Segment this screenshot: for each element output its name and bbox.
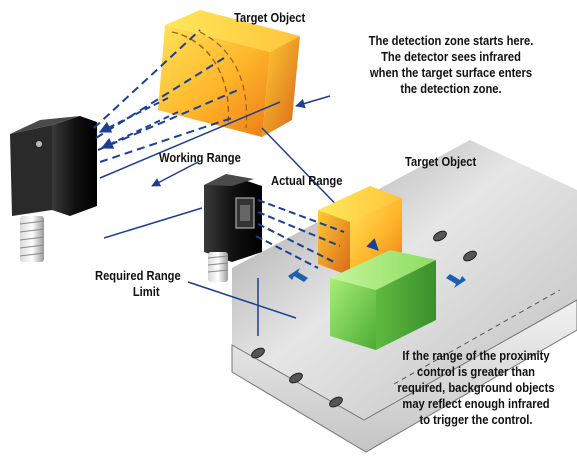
background-object-top xyxy=(330,250,436,290)
detection-note-line: the detection zone. xyxy=(400,81,502,96)
beam-line xyxy=(255,235,319,269)
upper-target-front xyxy=(158,25,270,137)
upper-target-object xyxy=(158,10,300,137)
beam-line xyxy=(257,199,345,233)
label-required-range-line1: Required Range xyxy=(95,268,181,283)
label-required-range-line2: Limit xyxy=(132,284,160,299)
large-sensor-face xyxy=(52,116,97,216)
belt-arrow-left xyxy=(288,268,308,282)
label-target-object-top: Target Object xyxy=(234,10,306,25)
beam-line xyxy=(257,211,341,247)
roller xyxy=(251,347,265,359)
roller xyxy=(463,250,477,262)
label-working-range: Working Range xyxy=(159,150,241,165)
beam-line xyxy=(257,223,335,263)
background-note-line: control is greater than xyxy=(416,364,536,379)
large-sensor-front xyxy=(10,125,52,216)
small-sensor xyxy=(204,174,262,282)
background-note-line: required, background objects xyxy=(397,380,555,395)
beam-line xyxy=(99,117,233,163)
belt-motion-arrows xyxy=(288,268,466,288)
background-note-line: to trigger the control. xyxy=(419,412,533,427)
background-object-front xyxy=(330,278,376,350)
required-range-line xyxy=(187,281,297,319)
detection-note-line: The detection zone starts here. xyxy=(368,33,534,48)
working-range-arrow xyxy=(151,161,199,187)
large-sensor-beams xyxy=(93,29,381,251)
detection-note-line: when the target surface enters xyxy=(369,65,533,80)
conveyor-rollers xyxy=(251,230,477,408)
detection-note: The detection zone starts here. The dete… xyxy=(361,33,542,97)
small-sensor-beams xyxy=(187,199,379,336)
detection-arrow xyxy=(295,95,331,109)
small-sensor-window-inner xyxy=(240,205,250,221)
large-sensor-top xyxy=(10,116,80,134)
beam-line-arrow xyxy=(98,97,169,133)
label-target-object-right: Target Object xyxy=(405,154,477,169)
small-sensor-thread xyxy=(208,252,228,282)
belt-arrow-right xyxy=(446,274,466,288)
detection-zone-curve-inner xyxy=(199,31,248,129)
upper-target-side xyxy=(262,36,300,137)
roller xyxy=(289,372,303,384)
large-sensor xyxy=(10,116,97,262)
detection-zone-curve xyxy=(171,31,230,125)
label-actual-range: Actual Range xyxy=(271,173,343,188)
roller xyxy=(329,396,343,408)
upper-target-top xyxy=(165,10,300,52)
belt-target-top xyxy=(318,186,402,222)
background-note-line: may reflect enough infrared xyxy=(402,396,550,411)
working-range-boundary xyxy=(103,207,203,239)
detection-note-line: The detector sees infrared xyxy=(381,49,521,64)
background-object-side xyxy=(376,260,436,350)
large-sensor-led xyxy=(36,141,42,147)
beam-line xyxy=(93,29,201,129)
small-sensor-top xyxy=(204,174,254,186)
conveyor-side-rail xyxy=(231,299,577,453)
background-note-line: If the range of the proximity xyxy=(402,348,550,363)
background-note: If the range of the proximity control is… xyxy=(392,348,561,428)
actual-range-arrow xyxy=(366,238,379,251)
roller xyxy=(433,230,447,242)
conveyor-dashed-guide xyxy=(393,289,561,385)
background-object xyxy=(330,250,436,350)
label-required-range-limit: Required Range Limit xyxy=(95,268,181,300)
beam-line-arrow xyxy=(100,111,179,149)
working-range-line xyxy=(99,101,281,179)
